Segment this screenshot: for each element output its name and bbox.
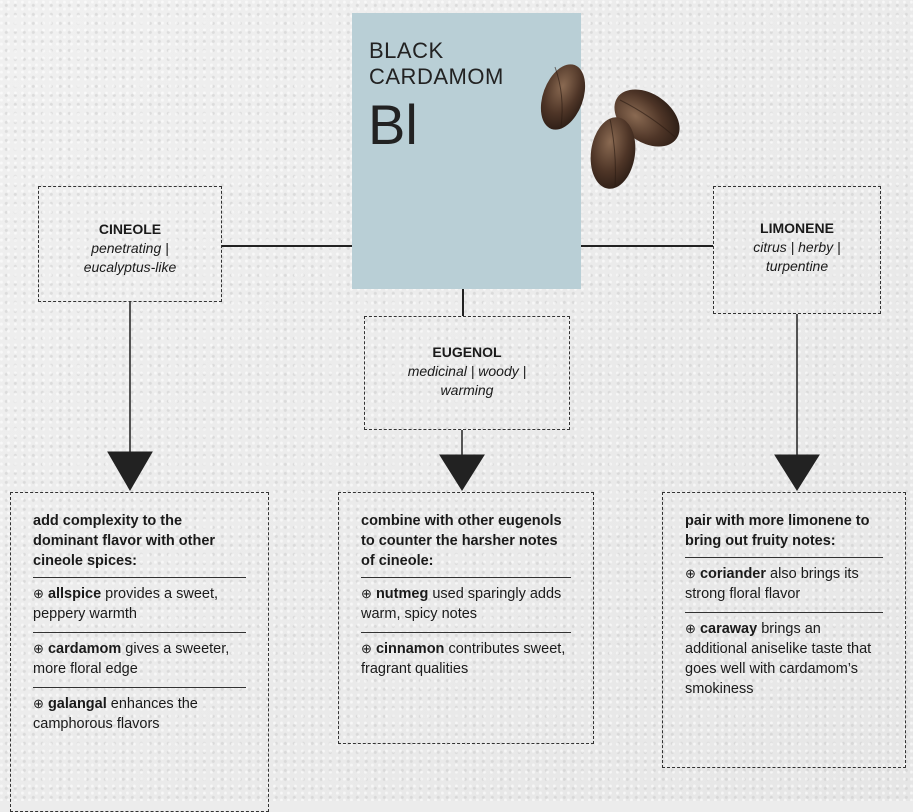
plus-circle-icon: ⊕ [33, 586, 44, 601]
black-cardamom-pods-image [540, 64, 680, 189]
pairing-heading-eugenol: combine with other eugenols to counter t… [361, 513, 562, 569]
spice-note: also brings its strong floral flavor [685, 566, 859, 602]
connector-line-middle [462, 289, 464, 316]
pairing-item: ⊕ nutmeg used sparingly adds warm, spicy… [361, 577, 571, 632]
connector-line-right [581, 245, 713, 247]
arrow-eugenol [439, 430, 485, 491]
spice-name: cardamom [47, 641, 122, 657]
pairing-item: ⊕ galangal enhances the camphorous flavo… [33, 687, 246, 742]
compound-box-cineole: CINEOLE penetrating | eucalyptus-like [38, 186, 222, 302]
pairing-box-cineole: add complexity to the dominant flavor wi… [10, 492, 269, 812]
pairing-item: ⊕ coriander also brings its strong flora… [685, 557, 883, 612]
spice-note: contributes sweet, fragrant qualities [361, 641, 566, 677]
plus-circle-icon: ⊕ [361, 641, 372, 656]
spice-name: nutmeg [375, 586, 429, 602]
spice-name-line2: CARDAMOM [369, 64, 504, 89]
pairing-box-limonene: pair with more limonene to bring out fru… [662, 492, 906, 768]
spice-name: galangal [47, 696, 107, 712]
pairing-heading-cineole: add complexity to the dominant flavor wi… [33, 513, 216, 569]
pairing-item: ⊕ caraway brings an additional aniselike… [685, 612, 883, 707]
compound-desc-limonene-line1: citrus | herby | [753, 239, 841, 255]
spice-note: brings an additional aniselike taste tha… [685, 621, 872, 697]
pairing-item: ⊕ cinnamon contributes sweet, fragrant q… [361, 632, 571, 687]
compound-name-cineole: CINEOLE [98, 221, 162, 237]
pairing-item: ⊕ allspice provides a sweet, peppery war… [33, 577, 246, 632]
arrow-cineole [107, 302, 153, 491]
spice-name: cinnamon [375, 641, 445, 657]
plus-circle-icon: ⊕ [33, 696, 44, 711]
compound-name-limonene: LIMONENE [760, 220, 834, 236]
compound-box-eugenol: EUGENOL medicinal | woody | warming [364, 316, 570, 430]
spice-name: coriander [699, 566, 767, 582]
spice-name-line1: BLACK [369, 38, 444, 63]
spice-name: allspice [47, 586, 102, 602]
spice-title-card: BLACK CARDAMOM Bl [352, 13, 581, 289]
plus-circle-icon: ⊕ [33, 641, 44, 656]
compound-desc-limonene-line2: turpentine [765, 258, 829, 274]
compound-desc-cineole-line2: eucalyptus-like [83, 259, 177, 275]
spice-name: BLACK CARDAMOM [369, 38, 504, 90]
spice-note: gives a sweeter, more floral edge [33, 641, 230, 677]
spice-abbreviation: Bl [368, 93, 418, 156]
plus-circle-icon: ⊕ [361, 586, 372, 601]
plus-circle-icon: ⊕ [685, 621, 696, 636]
arrow-limonene [774, 314, 820, 491]
spice-note: enhances the camphorous flavors [33, 696, 198, 732]
spice-note: provides a sweet, peppery warmth [33, 586, 219, 622]
pairing-item: ⊕ cardamom gives a sweeter, more floral … [33, 632, 246, 687]
compound-name-eugenol: EUGENOL [432, 344, 502, 360]
spice-note: used sparingly adds warm, spicy notes [361, 586, 562, 622]
plus-circle-icon: ⊕ [685, 566, 696, 581]
compound-desc-eugenol-line1: medicinal | woody | [407, 363, 527, 379]
compound-desc-cineole-line1: penetrating | [91, 240, 169, 256]
compound-box-limonene: LIMONENE citrus | herby | turpentine [713, 186, 881, 314]
pairing-box-eugenol: combine with other eugenols to counter t… [338, 492, 594, 744]
connector-line-left [222, 245, 352, 247]
spice-name: caraway [699, 621, 758, 637]
compound-desc-eugenol-line2: warming [440, 382, 494, 398]
pairing-heading-limonene: pair with more limonene to bring out fru… [685, 513, 870, 549]
